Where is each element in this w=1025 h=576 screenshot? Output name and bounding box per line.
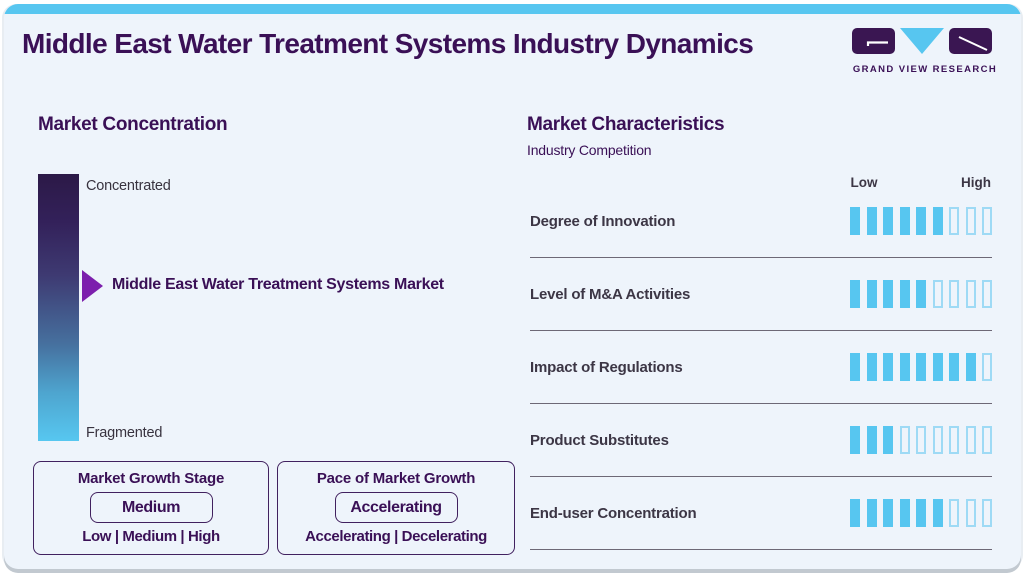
growth-stage-options: Low | Medium | High (82, 528, 220, 545)
rating-segment-empty (982, 353, 992, 381)
rating-segment-empty (965, 499, 976, 527)
rating-segment-filled (916, 353, 926, 381)
rating-segment-filled (850, 499, 860, 527)
rating-segment-filled (932, 499, 943, 527)
rating-segment-filled (916, 207, 926, 235)
rating-segment-empty (982, 499, 992, 527)
rating-segment-empty (949, 280, 959, 308)
rating-segment-filled (866, 426, 877, 454)
rating-segment-empty (982, 207, 992, 235)
characteristic-row: Product Substitutes (530, 404, 992, 477)
rating-segment-filled (866, 499, 877, 527)
rating-segment-filled (899, 353, 910, 381)
rating-segment-empty (932, 426, 943, 454)
rating-segment-empty (949, 426, 959, 454)
market-concentration-heading: Market Concentration (38, 114, 228, 135)
rating-segment-filled (949, 353, 959, 381)
rating-segment-filled (866, 280, 877, 308)
rating-segment-empty (965, 207, 976, 235)
rating-bar (850, 280, 992, 308)
market-position-arrow-icon (82, 270, 103, 302)
gvr-logo-icon (852, 28, 992, 54)
fragmented-label: Fragmented (86, 425, 163, 441)
rating-segment-empty (965, 280, 976, 308)
rating-segment-filled (932, 207, 943, 235)
growth-stage-title: Market Growth Stage (77, 470, 225, 487)
rating-segment-filled (883, 499, 893, 527)
characteristics-rows: Degree of Innovation Level of M&A Activi… (530, 185, 992, 550)
grand-view-research-logo: GRAND VIEW RESEARCH (851, 26, 999, 75)
rating-segment-filled (883, 426, 893, 454)
pace-selected-value: Accelerating (334, 492, 458, 523)
scale-low-label: Low (850, 175, 878, 190)
page-title: Middle East Water Treatment Systems Indu… (22, 28, 754, 59)
rating-bar (850, 499, 992, 527)
pace-title: Pace of Market Growth (316, 470, 476, 487)
pace-options: Accelerating | Decelerating (305, 528, 487, 545)
market-position-label: Middle East Water Treatment Systems Mark… (112, 276, 444, 293)
characteristic-row: Impact of Regulations (530, 331, 992, 404)
concentration-gradient-bar (38, 174, 79, 441)
rating-segment-empty (932, 280, 943, 308)
scale-high-label: High (961, 175, 991, 190)
rating-segment-empty (899, 426, 910, 454)
characteristic-label: Level of M&A Activities (530, 285, 691, 303)
rating-segment-empty (949, 207, 959, 235)
rating-segment-empty (949, 499, 959, 527)
rating-segment-filled (883, 280, 893, 308)
rating-segment-filled (883, 207, 893, 235)
rating-segment-filled (850, 426, 860, 454)
rating-segment-filled (850, 280, 860, 308)
rating-segment-filled (916, 280, 926, 308)
rating-segment-filled (932, 353, 943, 381)
rating-segment-filled (916, 499, 926, 527)
rating-bar (850, 207, 992, 235)
rating-segment-filled (866, 353, 877, 381)
market-characteristics-heading: Market Characteristics (527, 114, 725, 135)
rating-segment-filled (899, 280, 910, 308)
rating-segment-empty (916, 426, 926, 454)
logo-wordmark: GRAND VIEW RESEARCH (852, 64, 998, 75)
characteristic-label: Degree of Innovation (530, 212, 676, 230)
characteristic-label: Product Substitutes (530, 431, 669, 449)
characteristic-row: Level of M&A Activities (530, 258, 992, 331)
market-growth-stage-box: Market Growth Stage Medium Low | Medium … (33, 461, 269, 555)
characteristic-label: End-user Concentration (530, 504, 697, 522)
characteristic-row: End-user Concentration (530, 477, 992, 550)
rating-segment-empty (982, 280, 992, 308)
rating-segment-filled (883, 353, 893, 381)
infographic-card: Middle East Water Treatment Systems Indu… (4, 4, 1021, 569)
rating-segment-filled (850, 207, 860, 235)
rating-segment-filled (866, 207, 877, 235)
rating-bar (850, 426, 992, 454)
rating-bar (850, 353, 992, 381)
rating-segment-filled (965, 353, 976, 381)
growth-stage-selected-value: Medium (89, 492, 213, 523)
industry-competition-subheading: Industry Competition (527, 142, 652, 158)
concentrated-label: Concentrated (86, 178, 171, 194)
rating-segment-filled (899, 207, 910, 235)
rating-segment-filled (850, 353, 860, 381)
pace-of-market-growth-box: Pace of Market Growth Accelerating Accel… (277, 461, 515, 555)
characteristic-label: Impact of Regulations (530, 358, 683, 376)
characteristic-row: Degree of Innovation (530, 185, 992, 258)
top-accent-bar (4, 4, 1021, 14)
rating-segment-filled (899, 499, 910, 527)
rating-segment-empty (982, 426, 992, 454)
rating-segment-empty (965, 426, 976, 454)
